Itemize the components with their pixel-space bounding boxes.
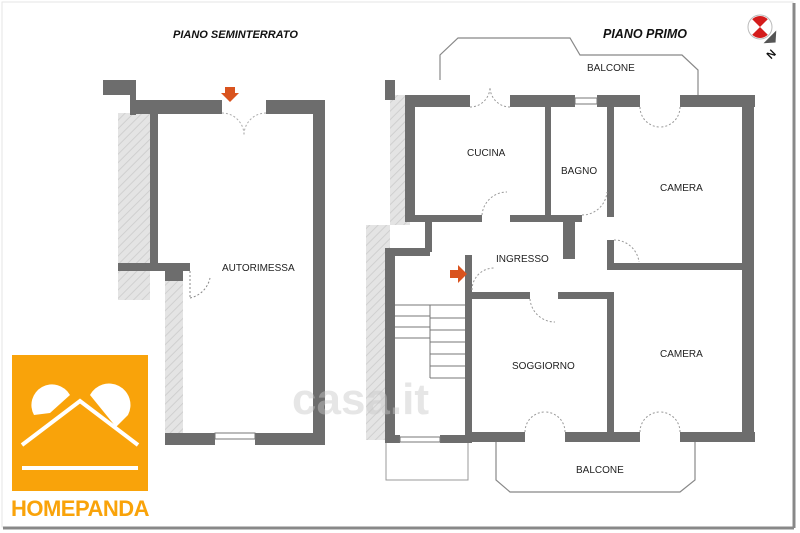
title-piano-seminterrato: PIANO SEMINTERRATO [173,29,298,41]
title-piano-primo: PIANO PRIMO [603,27,687,41]
room-cucina: CUCINA [467,148,506,159]
homepanda-logo: HOMEPANDA [6,349,154,525]
room-ingresso: INGRESSO [496,254,549,265]
watermark: casa.it [292,375,429,424]
room-soggiorno: SOGGIORNO [512,361,575,372]
staircase [395,304,465,379]
room-bagno: BAGNO [561,166,597,177]
balcone-bottom: BALCONE [576,465,624,476]
plan-piano-primo [366,37,755,493]
logo-text: HOMEPANDA [10,496,150,521]
plan-seminterrato [103,80,325,445]
entrance-arrow-icon [450,265,467,283]
compass-north-label: N [765,48,779,62]
room-camera-bottom: CAMERA [660,349,703,360]
entrance-arrow-icon [221,87,239,102]
room-autorimessa: AUTORIMESSA [222,263,295,274]
room-camera-top: CAMERA [660,183,703,194]
compass-icon [747,14,777,44]
logo-icon [12,355,148,491]
balcone-top: BALCONE [587,63,635,74]
